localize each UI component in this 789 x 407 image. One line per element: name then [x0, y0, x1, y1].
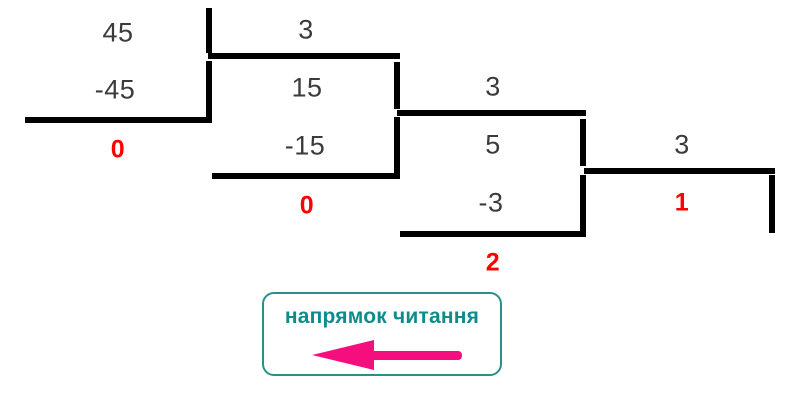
- subtrahend-step-1: -45: [94, 74, 136, 105]
- reading-direction-label: напрямок читання: [284, 305, 480, 328]
- dividend-step-3: 5: [485, 129, 501, 160]
- divider-bar-2-lower: [394, 117, 400, 175]
- divider-bar-4: [769, 175, 775, 233]
- dividend-step-2: 15: [291, 72, 323, 103]
- quotient-digit-step-1: 3: [298, 14, 314, 45]
- divider-bar-1-upper: [206, 8, 212, 53]
- remainder-step-2: 0: [299, 191, 315, 220]
- reading-direction-callout: напрямок читання: [262, 292, 502, 376]
- subtraction-rule-step-2: [212, 173, 400, 179]
- quotient-rule-step-1: [208, 53, 400, 59]
- arrow-shaft: [368, 351, 462, 360]
- arrow-left-icon: [312, 340, 374, 370]
- divider-bar-3-upper: [580, 119, 586, 166]
- quotient-digit-step-2: 3: [485, 71, 501, 102]
- remainder-step-1: 0: [110, 135, 126, 164]
- quotient-digit-step-3: 3: [674, 129, 690, 160]
- divider-bar-2-upper: [394, 62, 400, 109]
- subtraction-rule-step-1: [25, 117, 212, 123]
- subtrahend-step-3: -3: [478, 187, 504, 218]
- quotient-rule-step-2: [397, 110, 586, 116]
- subtrahend-step-2: -15: [284, 130, 326, 161]
- dividend-step-1: 45: [102, 17, 134, 48]
- quotient-rule-step-3: [584, 168, 775, 174]
- final-remainder: 1: [674, 188, 690, 217]
- divider-bar-3-lower: [580, 175, 586, 233]
- divider-bar-1-lower: [206, 61, 212, 119]
- subtraction-rule-step-3: [400, 231, 586, 237]
- remainder-step-3: 2: [485, 248, 501, 277]
- reading-direction-arrow: [312, 340, 462, 370]
